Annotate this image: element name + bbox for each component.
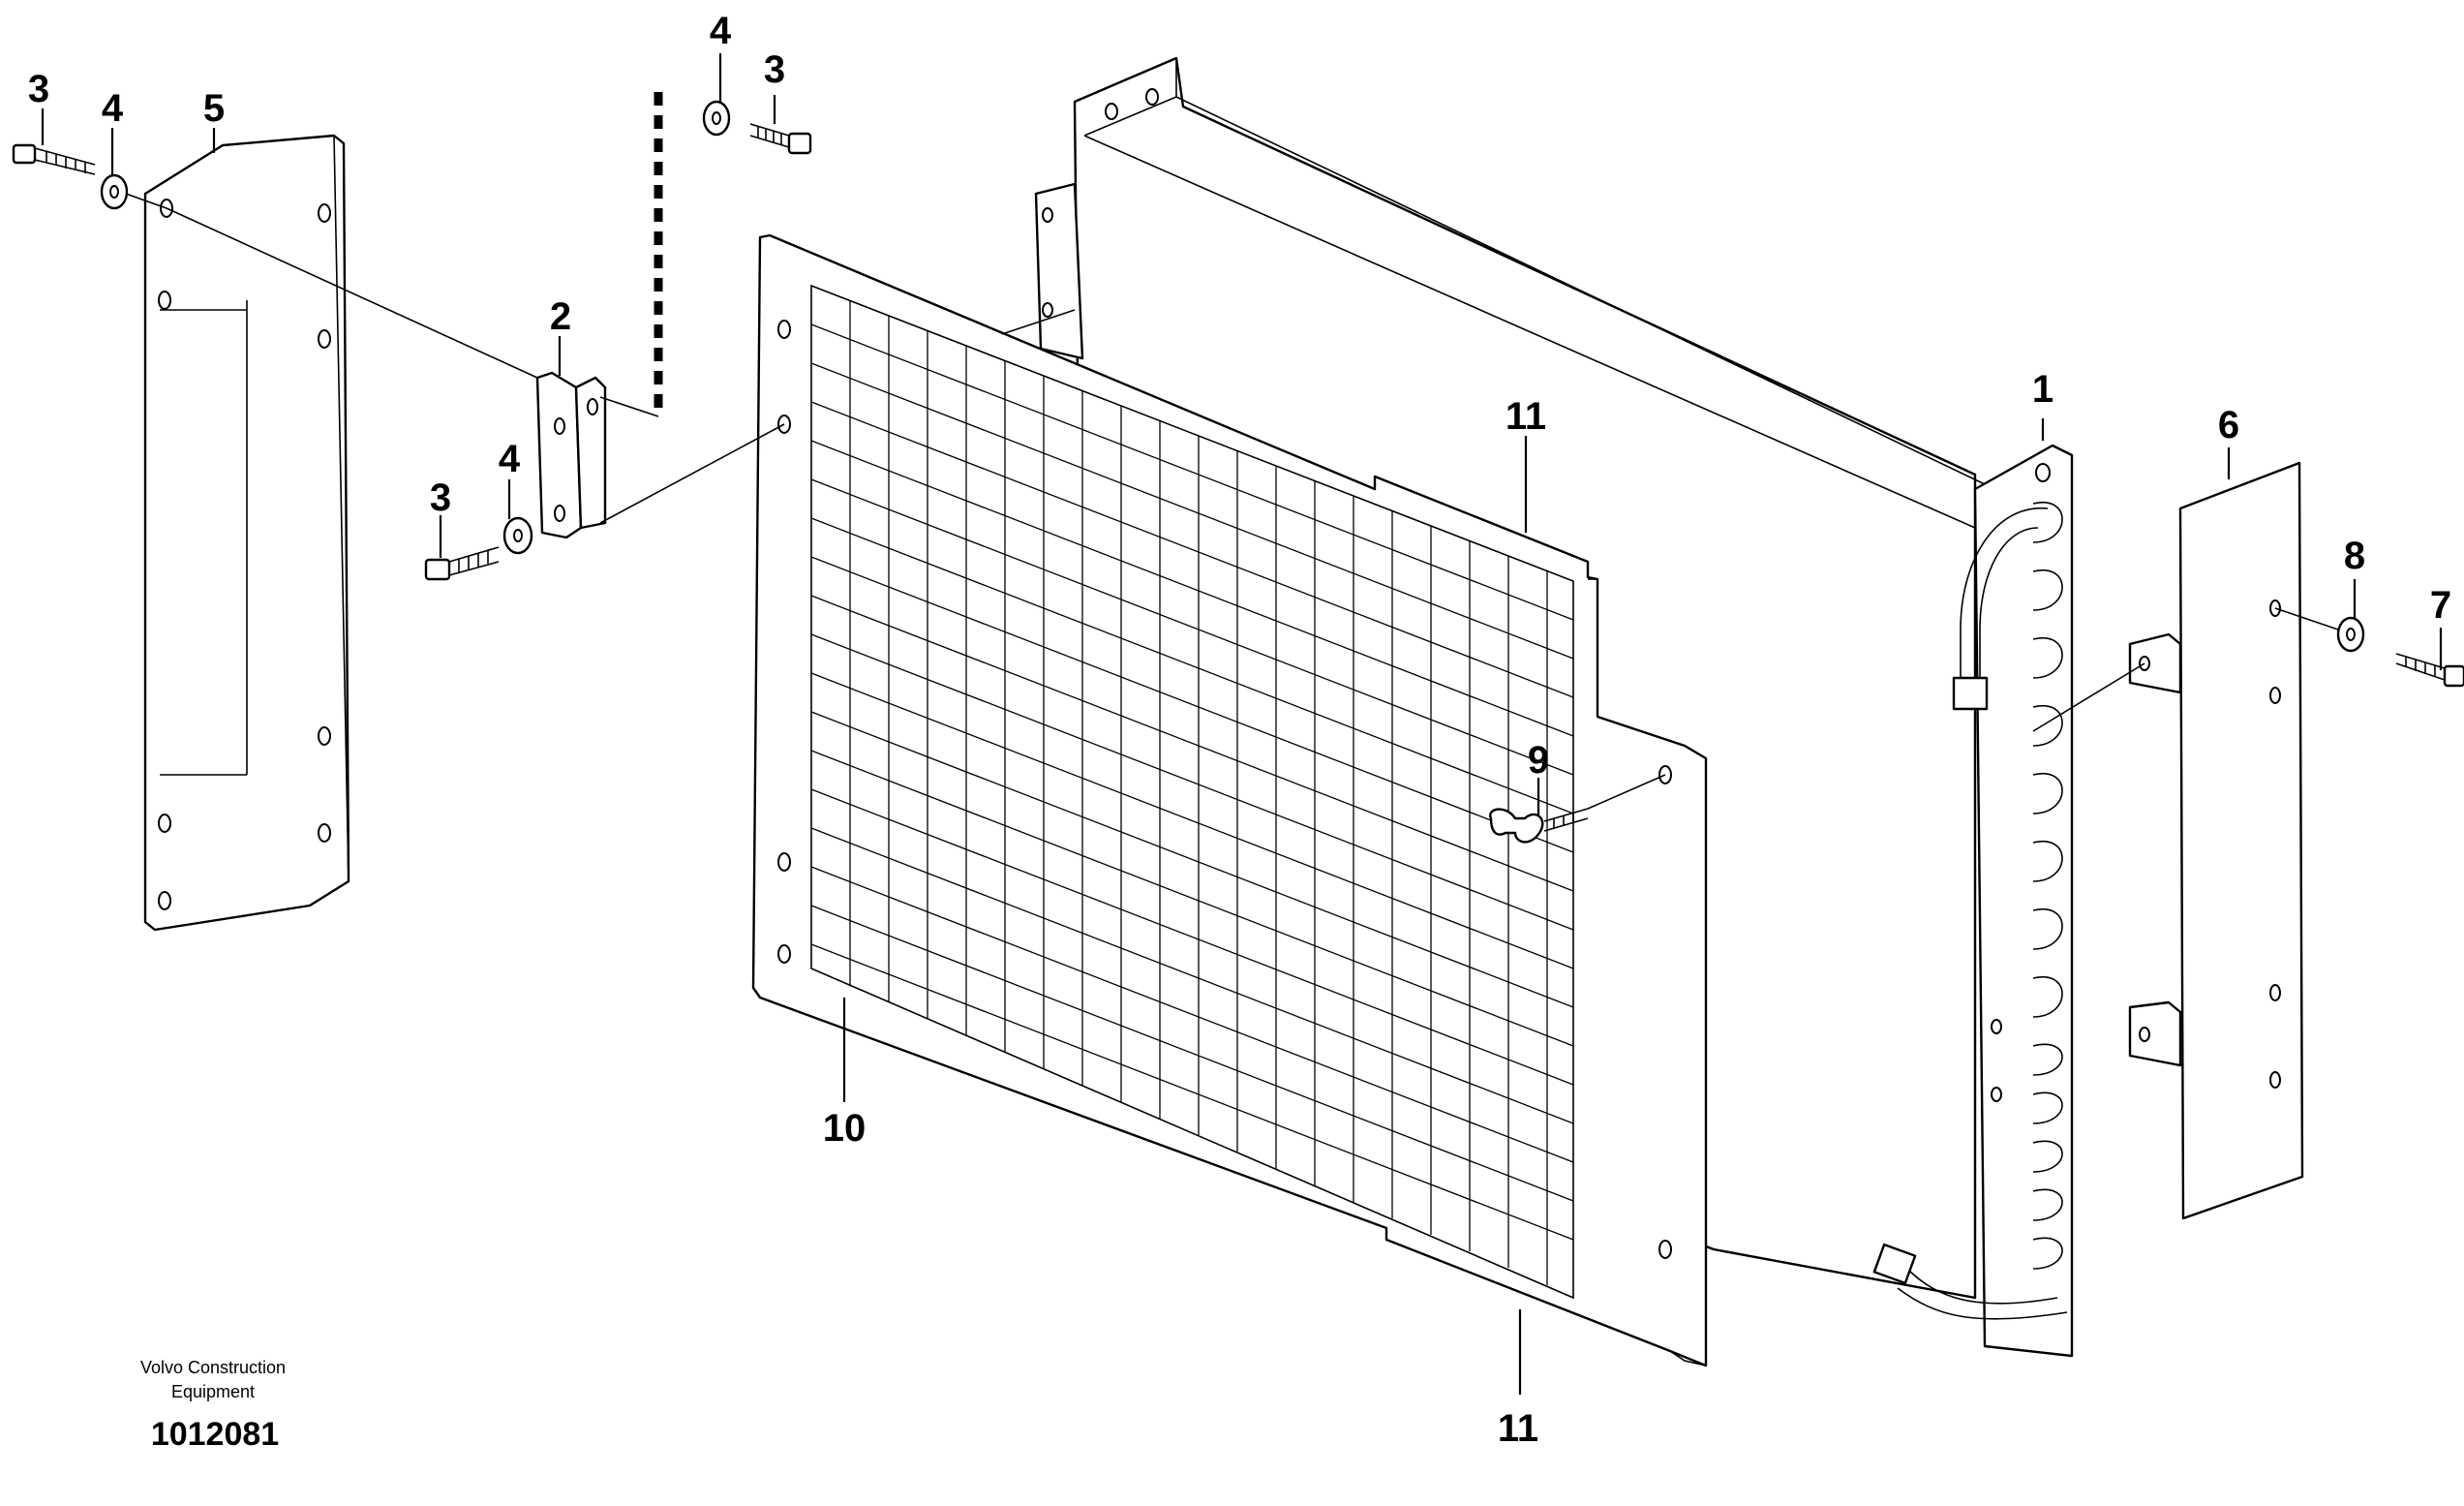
left-mounting-bracket <box>143 134 350 932</box>
callout-11: 11 <box>1506 395 1546 438</box>
callout-11: 11 <box>1498 1407 1538 1450</box>
screen-mesh <box>810 284 1574 1300</box>
bolt-top <box>749 123 812 155</box>
callout-4: 4 <box>102 87 124 130</box>
callout-3: 3 <box>764 48 785 91</box>
washer-mid-left <box>502 516 533 555</box>
washer-top-left <box>100 173 129 210</box>
callout-3: 3 <box>430 476 451 519</box>
bolt-top-left <box>12 143 96 175</box>
callout-1: 1 <box>2032 368 2053 411</box>
document-number: 1012081 <box>151 1416 279 1453</box>
callout-9: 9 <box>1528 739 1549 782</box>
callout-5: 5 <box>203 87 225 130</box>
washer-top <box>702 100 731 137</box>
callout-3: 3 <box>28 68 49 110</box>
publisher-line-1: Volvo Construction <box>140 1358 286 1377</box>
callout-10: 10 <box>823 1107 867 1150</box>
callout-4: 4 <box>499 438 521 480</box>
callout-7: 7 <box>2430 584 2451 627</box>
assembly-lines <box>125 193 2339 810</box>
hinge-bracket <box>535 371 607 539</box>
washer-right <box>2336 616 2365 653</box>
callout-2: 2 <box>550 295 571 338</box>
publisher-line-2: Equipment <box>171 1382 255 1401</box>
bolt-right <box>2395 653 2464 688</box>
callout-6: 6 <box>2218 404 2239 446</box>
wing-nut <box>1489 808 1589 844</box>
callout-4: 4 <box>710 10 732 52</box>
right-mounting-bracket <box>2128 461 2304 1220</box>
front-screen-panel <box>751 233 1708 1368</box>
bolt-mid-left <box>424 546 500 581</box>
callout-8: 8 <box>2344 535 2365 577</box>
callout-leaders <box>41 53 2443 1395</box>
